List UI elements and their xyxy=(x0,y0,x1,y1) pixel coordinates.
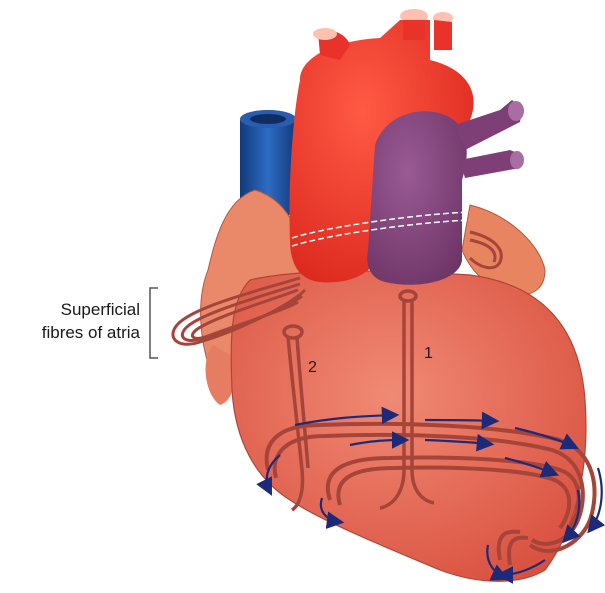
label-line-1: Superficial xyxy=(18,298,140,321)
label-bracket xyxy=(150,288,158,358)
marker-2: 2 xyxy=(308,359,317,376)
superficial-fibres-label: Superficial fibres of atria xyxy=(18,298,140,344)
marker-1: 1 xyxy=(424,345,433,362)
arrow-2 xyxy=(425,420,495,421)
label-line-2: fibres of atria xyxy=(18,321,140,344)
